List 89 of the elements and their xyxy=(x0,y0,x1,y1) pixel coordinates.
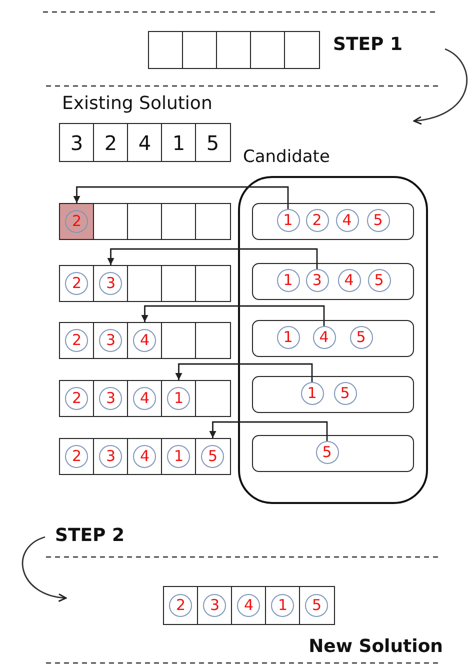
step-label: STEP 1 xyxy=(333,34,403,55)
connector-arrow xyxy=(175,363,313,382)
array-cell xyxy=(59,203,94,240)
circled-number: 4 xyxy=(336,209,358,232)
array-cell xyxy=(93,203,128,240)
circled-number: 2 xyxy=(65,272,88,295)
circled-number: 5 xyxy=(334,382,356,405)
array-cell xyxy=(161,265,196,302)
array-cell: 1 xyxy=(161,123,196,162)
array-cell: 5 xyxy=(195,123,230,162)
circled-number: 3 xyxy=(99,445,122,468)
connector-arrow xyxy=(107,248,318,269)
circled-number: 5 xyxy=(366,209,390,232)
circled-number: 5 xyxy=(350,326,372,349)
circled-number: 2 xyxy=(65,210,88,233)
connector-arrow xyxy=(209,421,328,441)
array-cell xyxy=(148,31,184,69)
circled-number: 1 xyxy=(271,594,294,617)
circled-number: 4 xyxy=(133,445,156,468)
array-cell xyxy=(127,322,162,359)
connector-arrow xyxy=(141,305,325,326)
array-cell xyxy=(161,438,196,475)
circled-number: 4 xyxy=(133,387,156,410)
array-cell xyxy=(163,586,198,625)
array-cell xyxy=(127,203,162,240)
circled-number: 2 xyxy=(306,209,328,232)
array-cell xyxy=(127,265,162,302)
connector-arrow xyxy=(73,186,289,209)
array-cell xyxy=(161,322,196,359)
array-cell: 2 xyxy=(93,123,128,162)
circled-number: 1 xyxy=(276,269,300,292)
array-cell xyxy=(161,380,196,417)
array-cell xyxy=(195,265,230,302)
array-cell xyxy=(250,31,286,69)
array-cell xyxy=(59,380,94,417)
array-cell xyxy=(195,380,230,417)
circled-number: 3 xyxy=(99,387,122,410)
circled-number: 3 xyxy=(306,269,328,292)
array-cell xyxy=(161,203,196,240)
circled-number: 1 xyxy=(276,326,300,349)
circled-number: 2 xyxy=(65,329,88,352)
candidate-row xyxy=(252,202,414,240)
circled-number: 3 xyxy=(203,594,226,617)
array-heading: New Solution xyxy=(308,636,443,657)
array-cell xyxy=(197,586,232,625)
circled-number: 5 xyxy=(368,269,390,292)
array-cell xyxy=(195,322,230,359)
array-cell xyxy=(127,380,162,417)
array-cell: 4 xyxy=(127,123,162,162)
circled-number: 4 xyxy=(312,326,336,349)
array-cell xyxy=(127,438,162,475)
circled-number: 2 xyxy=(65,445,88,468)
array-cell xyxy=(93,265,128,302)
circled-number: 2 xyxy=(65,387,88,410)
circled-number: 1 xyxy=(167,445,190,468)
circled-number: 5 xyxy=(201,445,224,468)
array-cell xyxy=(93,380,128,417)
array-cell xyxy=(59,265,94,302)
array-cell xyxy=(284,31,320,69)
candidate-row xyxy=(252,376,414,412)
step-label: STEP 2 xyxy=(55,525,125,546)
array-cell xyxy=(59,438,94,475)
circled-number: 5 xyxy=(316,441,338,464)
array-cell xyxy=(59,322,94,359)
array-cell xyxy=(195,438,230,475)
array-cell xyxy=(231,586,266,625)
candidate-row xyxy=(252,320,414,356)
array-cell xyxy=(299,586,334,625)
candidate-row xyxy=(252,434,414,472)
circled-number: 1 xyxy=(276,209,300,232)
circled-number: 1 xyxy=(300,382,324,405)
array-cell xyxy=(182,31,218,69)
circled-number: 3 xyxy=(99,272,122,295)
array-cell xyxy=(93,438,128,475)
circled-number: 3 xyxy=(99,329,122,352)
panel-heading: Candidate xyxy=(243,147,330,167)
circled-number: 1 xyxy=(167,387,190,410)
candidate-row xyxy=(252,262,414,300)
circled-number: 5 xyxy=(305,594,328,617)
array-cell xyxy=(93,322,128,359)
circled-number: 2 xyxy=(169,594,192,617)
array-cell: 3 xyxy=(59,123,94,162)
circled-number: 4 xyxy=(237,594,260,617)
array-heading: Existing Solution xyxy=(62,93,212,114)
circled-number: 4 xyxy=(338,269,360,292)
array-cell xyxy=(195,203,230,240)
array-cell xyxy=(265,586,300,625)
circled-number: 4 xyxy=(133,329,156,352)
array-cell xyxy=(216,31,252,69)
